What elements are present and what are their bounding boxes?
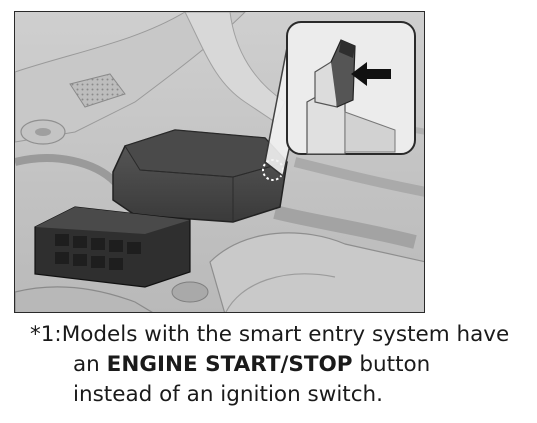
footnote-line-1: *1:Models with the smart entry system ha… [30,320,530,350]
footnote-text-line-3: instead of an ignition switch. [73,382,384,407]
footnote-line-3: instead of an ignition switch. [30,380,530,410]
footnote-line-2: an ENGINE START/STOP button [30,350,530,380]
footnote-marker: *1: [30,322,62,347]
cowl-vent-grille [69,73,126,108]
footnote-text-line-2-suffix: button [352,352,431,377]
footnote-text-line-2-prefix: an [73,352,107,377]
engine-cover [209,232,424,312]
arrow-pointing-left-icon [351,62,391,86]
relay-block [34,206,191,288]
footnote-text-line-1: Models with the smart entry system have [61,322,510,347]
engine-bay-illustration [14,11,425,313]
engine-start-stop-label: ENGINE START/STOP [106,352,353,377]
inset-detail [286,21,416,155]
footnote: *1:Models with the smart entry system ha… [30,320,530,410]
fuse-box-cover [112,129,288,223]
